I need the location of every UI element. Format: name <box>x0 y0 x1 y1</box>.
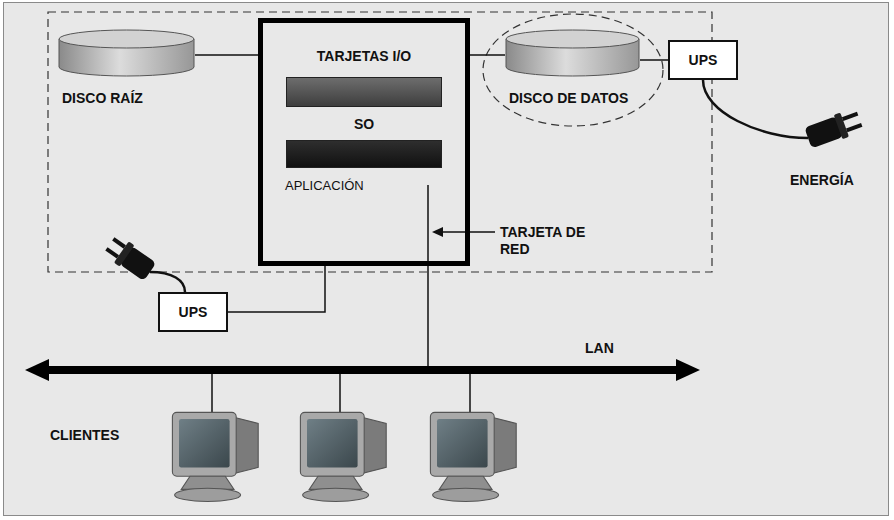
client-monitor <box>172 412 258 501</box>
plug-prong <box>842 112 858 121</box>
data-disk-boundary <box>483 14 663 126</box>
lan-label: LAN <box>585 340 614 357</box>
lan-bus: LAN <box>25 366 700 374</box>
disk-label: DISCO RAÍZ <box>58 90 195 107</box>
lan-shaft <box>43 366 682 374</box>
connector-line <box>470 54 505 56</box>
client-wire <box>339 374 341 412</box>
monitor-case <box>300 412 364 476</box>
client-wire <box>469 374 471 412</box>
lan-head <box>25 359 49 381</box>
callout-label: TARJETA DE RED <box>500 224 595 258</box>
nic-stub <box>427 185 429 266</box>
monitor-case <box>430 412 494 476</box>
disk-label: DISCO DE DATOS <box>505 90 640 107</box>
layer-label: APLICACIÓN <box>263 177 465 194</box>
layer-bar <box>286 140 442 168</box>
connector-line <box>640 59 668 61</box>
lan-head <box>676 359 700 381</box>
ups-box: UPS <box>668 40 738 80</box>
clients-label: CLIENTES <box>50 427 119 444</box>
cylinder-top <box>59 30 194 48</box>
power-plug <box>102 233 157 282</box>
ups-box: UPS <box>158 292 228 332</box>
lan-arrow <box>25 366 700 374</box>
root-disk: DISCO RAÍZ <box>58 28 195 107</box>
monitor-case <box>172 412 236 476</box>
connector-line <box>427 266 429 366</box>
layer-label: SO <box>354 116 374 133</box>
power-plug <box>804 107 865 150</box>
monitor-stand <box>439 476 492 489</box>
monitor-stand <box>309 476 362 489</box>
box-label: UPS <box>689 52 718 69</box>
client-monitor <box>300 412 386 501</box>
plug-prong <box>112 237 126 248</box>
server-box: TARJETAS I/O SO APLICACIÓN <box>258 18 470 266</box>
layer-bar <box>286 77 442 107</box>
power-cable <box>150 272 185 292</box>
cylinder-top <box>506 30 639 48</box>
disk-cylinder <box>505 28 640 78</box>
system-boundary <box>48 12 712 272</box>
connector-line <box>228 266 325 312</box>
connector-line <box>195 54 258 56</box>
data-disk: DISCO DE DATOS <box>505 28 640 107</box>
monitor-base <box>303 488 369 501</box>
client-wire <box>211 374 213 412</box>
monitor-base <box>175 488 241 501</box>
box-label: UPS <box>179 304 208 321</box>
disk-cylinder <box>58 28 195 78</box>
plug-prong <box>846 123 862 132</box>
client-monitor <box>430 412 516 501</box>
power-cable <box>703 80 808 138</box>
plug-prong <box>105 247 119 258</box>
monitor-stand <box>181 476 234 489</box>
monitor-screen <box>437 419 488 467</box>
leader-arrowhead <box>432 227 443 237</box>
monitor-screen <box>179 419 230 467</box>
power-label: ENERGÍA <box>790 172 854 189</box>
monitor-base <box>433 488 499 501</box>
monitor-screen <box>307 419 358 467</box>
layer-label: TARJETAS I/O <box>317 48 411 65</box>
